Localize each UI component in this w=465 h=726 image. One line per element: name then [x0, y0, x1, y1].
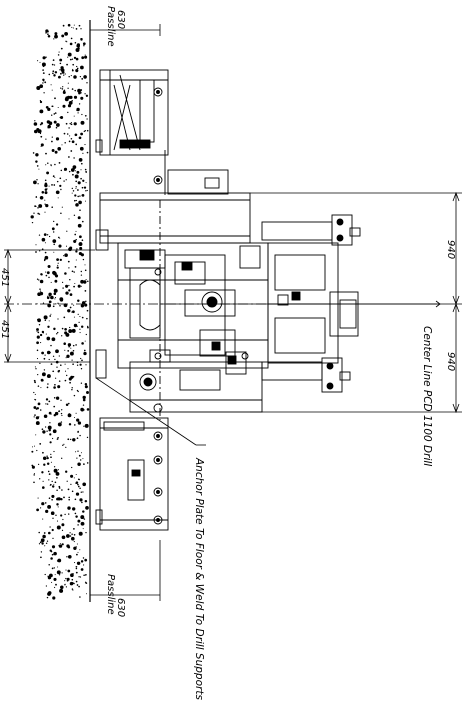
anchor-plate-note: Anchor Plate To Floor & Weld To Drill Su… [193, 457, 205, 700]
concrete-floor [30, 20, 91, 602]
drill-machine [95, 69, 361, 531]
right-upper-dimension: 940 [445, 240, 456, 259]
left-lower-dimension: 451 [0, 320, 10, 339]
right-lower-dimension: 940 [445, 352, 456, 371]
right-drive-unit [267, 242, 359, 364]
concrete-speckles [30, 23, 90, 600]
main-housing [95, 192, 251, 420]
lower-housing [95, 349, 263, 413]
anchor-plate-leader [95, 377, 206, 446]
bottom-passline-value: 630 [115, 598, 126, 617]
lower-support-frame [95, 417, 169, 531]
top-passline-value: 630 [115, 10, 126, 29]
left-upper-dimension: 451 [0, 268, 10, 287]
bottom-passline-dimension [89, 540, 161, 601]
center-line-note: Center Line PCD 1100 Drill [421, 326, 433, 466]
upper-cylinder [261, 214, 361, 246]
bottom-passline-label: Passline [105, 574, 116, 615]
drill-body [117, 242, 269, 369]
top-passline-label: Passline [105, 6, 116, 47]
upper-support-frame [95, 69, 229, 195]
top-passline-dimension [89, 24, 161, 36]
